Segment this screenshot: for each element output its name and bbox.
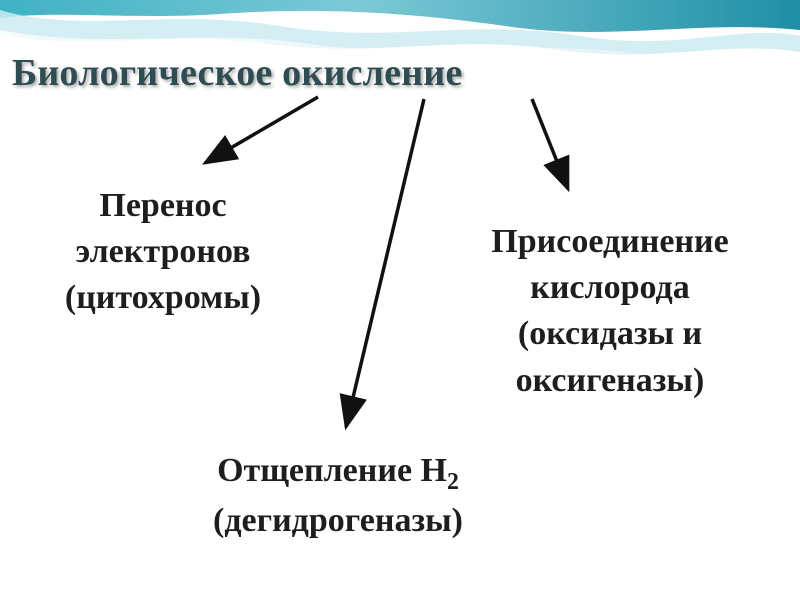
arrow-to-electron-transfer	[201, 95, 319, 165]
arrow-to-oxygen-addition	[530, 98, 570, 193]
wave-dark	[0, 0, 800, 32]
node-h2-line2: (дегидрогеназы)	[213, 502, 463, 540]
node-oxygen-addition: Присоединение кислорода (оксидазы и окси…	[440, 219, 780, 404]
node-h2-line1: Отщепление Н2	[168, 448, 508, 498]
arrow-to-h2-removal	[339, 98, 426, 431]
node-h2-subscript: 2	[447, 468, 459, 495]
node-h2-line1-text: Отщепление Н	[217, 452, 447, 489]
wave-highlight	[0, 30, 800, 71]
node-electron-transfer: Перенос электронов (цитохромы)	[18, 183, 308, 322]
node-electron-line2: электронов	[75, 233, 251, 271]
node-electron-line3: (цитохромы)	[64, 279, 262, 317]
wave-light	[0, 10, 800, 55]
node-oxygen-line2: кислорода	[530, 269, 690, 307]
page-title: Биологическое окисление	[12, 52, 463, 94]
decorative-wave-header	[0, 0, 800, 90]
node-oxygen-line4: оксигеназы)	[515, 361, 705, 399]
node-oxygen-line1: Присоединение	[491, 223, 729, 260]
node-oxygen-line3: (оксидазы и	[517, 315, 703, 353]
node-electron-line1: Перенос	[99, 187, 227, 224]
node-h2-removal: Отщепление Н2 (дегидрогеназы)	[168, 448, 508, 544]
